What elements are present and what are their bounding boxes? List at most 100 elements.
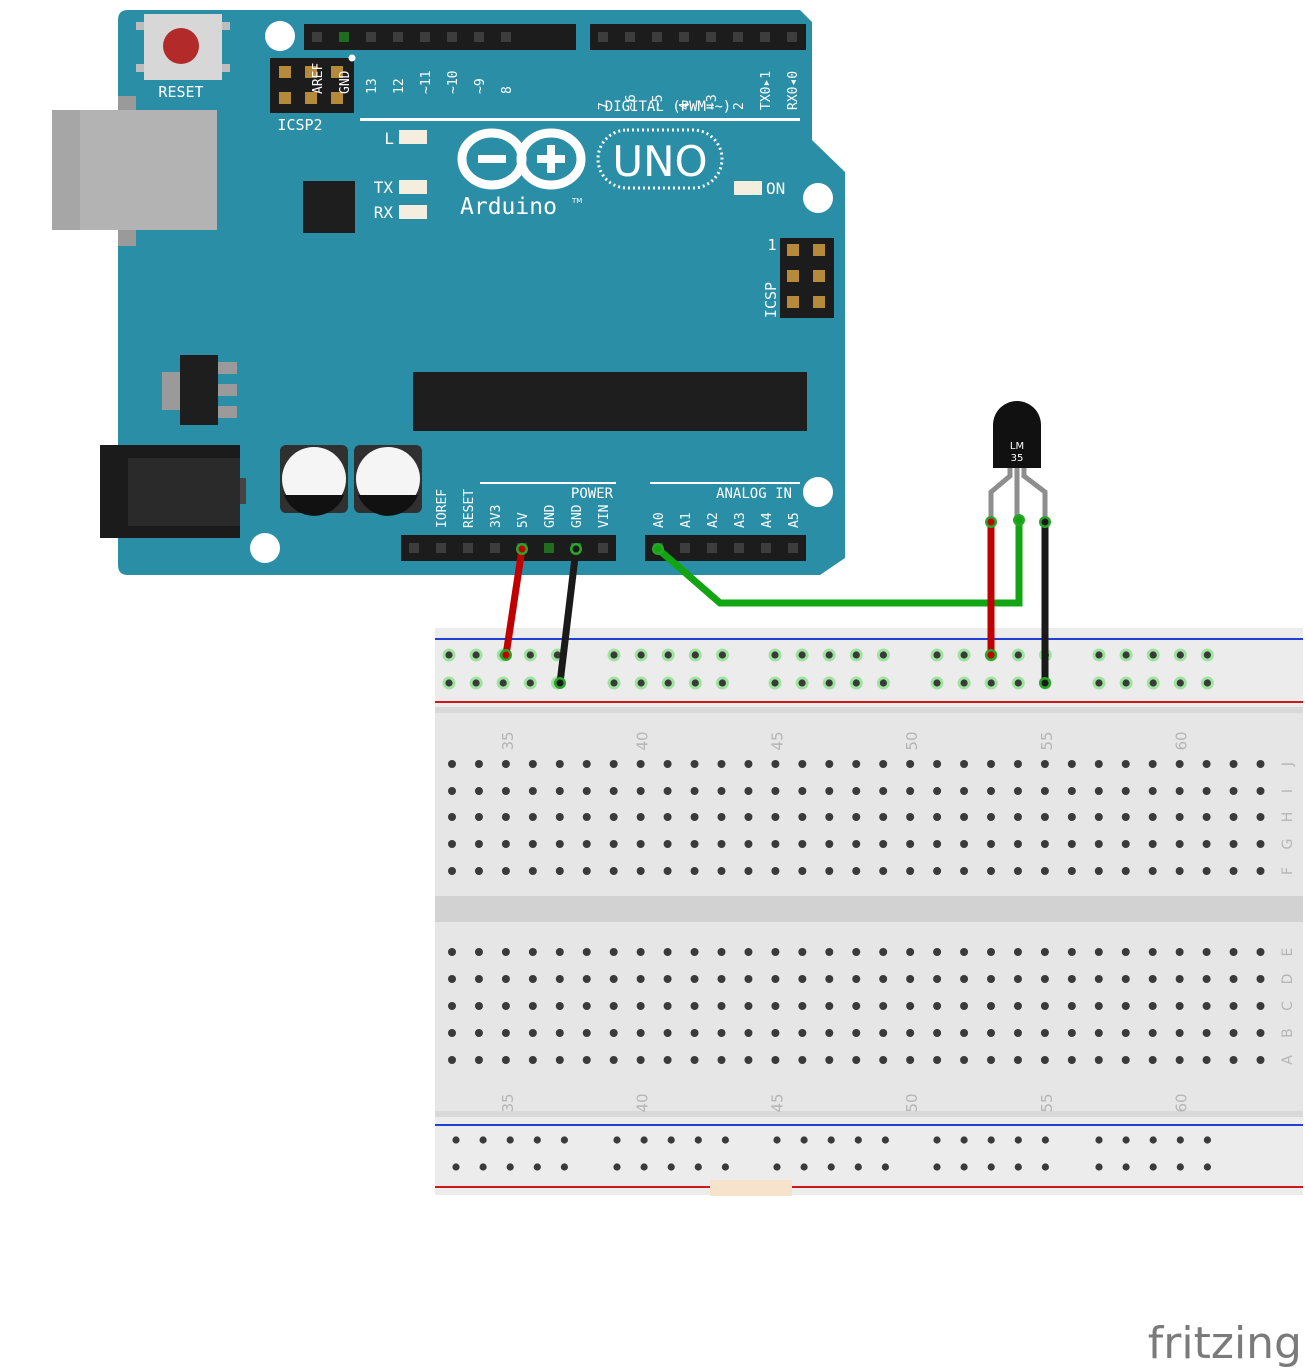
breadboard-hole[interactable] (501, 787, 510, 795)
rail-hole[interactable] (718, 651, 727, 659)
breadboard-hole[interactable] (582, 760, 591, 768)
rail-hole[interactable] (852, 679, 860, 687)
breadboard-hole[interactable] (474, 1029, 483, 1037)
breadboard-hole[interactable] (636, 1002, 645, 1010)
breadboard-hole[interactable] (1121, 867, 1130, 875)
digital-pin[interactable] (787, 32, 797, 42)
breadboard-hole[interactable] (933, 975, 942, 983)
breadboard-hole[interactable] (879, 867, 888, 875)
breadboard-hole[interactable] (636, 760, 645, 768)
breadboard-hole[interactable] (825, 975, 834, 983)
rail-hole[interactable] (664, 679, 672, 687)
rail-hole[interactable] (637, 651, 645, 659)
breadboard-hole[interactable] (582, 1029, 591, 1037)
breadboard-hole[interactable] (1013, 867, 1022, 875)
breadboard-hole[interactable] (1229, 1029, 1238, 1037)
rail-hole[interactable] (721, 1163, 730, 1171)
breadboard-hole[interactable] (1175, 1002, 1184, 1010)
breadboard-hole[interactable] (1229, 867, 1238, 875)
breadboard-hole[interactable] (1094, 813, 1103, 821)
breadboard-hole[interactable] (448, 840, 456, 848)
breadboard-hole[interactable] (933, 948, 942, 956)
digital-pin[interactable] (733, 32, 743, 42)
analog-pin[interactable] (788, 543, 798, 553)
signal-wire[interactable] (655, 520, 1023, 607)
breadboard-hole[interactable] (1202, 1029, 1211, 1037)
rail-hole[interactable] (1122, 679, 1130, 687)
breadboard-hole[interactable] (771, 813, 780, 821)
breadboard-hole[interactable] (1013, 1056, 1022, 1064)
rail-hole[interactable] (987, 1136, 995, 1144)
breadboard-hole[interactable] (1229, 1002, 1238, 1010)
breadboard-hole[interactable] (636, 813, 645, 821)
breadboard-hole[interactable] (744, 787, 753, 795)
rail-hole[interactable] (854, 1136, 862, 1144)
breadboard-hole[interactable] (582, 840, 591, 848)
breadboard-hole[interactable] (555, 1056, 564, 1064)
breadboard-hole[interactable] (474, 975, 483, 983)
breadboard-hole[interactable] (771, 787, 780, 795)
rail-hole[interactable] (1014, 1163, 1022, 1171)
breadboard-hole[interactable] (1175, 1056, 1184, 1064)
rail-hole[interactable] (1095, 651, 1103, 659)
breadboard-hole[interactable] (448, 975, 456, 983)
breadboard-hole[interactable] (744, 1056, 753, 1064)
analog-pin[interactable] (761, 543, 771, 553)
breadboard-hole[interactable] (636, 867, 645, 875)
breadboard-hole[interactable] (1121, 1002, 1130, 1010)
breadboard-hole[interactable] (1175, 1029, 1184, 1037)
breadboard-hole[interactable] (555, 760, 564, 768)
breadboard-hole[interactable] (1040, 1056, 1049, 1064)
breadboard-hole[interactable] (852, 760, 861, 768)
breadboard-hole[interactable] (825, 813, 834, 821)
digital-pin[interactable] (312, 32, 322, 42)
rail-hole[interactable] (533, 1163, 541, 1171)
breadboard-hole[interactable] (717, 787, 726, 795)
breadboard-hole[interactable] (528, 1029, 537, 1037)
breadboard-hole[interactable] (1067, 840, 1076, 848)
digital-pin[interactable] (501, 32, 511, 42)
breadboard-hole[interactable] (1121, 1056, 1130, 1064)
rail-hole[interactable] (526, 679, 534, 687)
breadboard-hole[interactable] (906, 975, 915, 983)
breadboard-hole[interactable] (1013, 1029, 1022, 1037)
rail-hole[interactable] (452, 1163, 460, 1171)
breadboard-hole[interactable] (690, 1056, 699, 1064)
breadboard-hole[interactable] (1256, 840, 1265, 848)
digital-pin[interactable] (474, 32, 484, 42)
breadboard-hole[interactable] (933, 840, 942, 848)
rail-hole[interactable] (637, 679, 645, 687)
rail-hole[interactable] (879, 651, 888, 659)
breadboard-hole[interactable] (852, 1029, 861, 1037)
rail-hole[interactable] (526, 651, 534, 659)
breadboard-hole[interactable] (474, 813, 483, 821)
breadboard-hole[interactable] (1148, 840, 1157, 848)
rail-hole[interactable] (933, 679, 941, 687)
breadboard-hole[interactable] (501, 1029, 510, 1037)
breadboard-hole[interactable] (448, 948, 456, 956)
breadboard-hole[interactable] (825, 840, 834, 848)
breadboard-hole[interactable] (1148, 813, 1157, 821)
breadboard-hole[interactable] (1040, 867, 1049, 875)
rail-hole[interactable] (933, 1136, 941, 1144)
breadboard-hole[interactable] (501, 1056, 510, 1064)
breadboard-hole[interactable] (1148, 867, 1157, 875)
breadboard-hole[interactable] (690, 813, 699, 821)
rail-hole[interactable] (771, 651, 779, 659)
digital-pin[interactable] (760, 32, 770, 42)
breadboard-hole[interactable] (663, 787, 672, 795)
breadboard-hole[interactable] (1175, 948, 1184, 956)
rail-hole[interactable] (479, 1136, 487, 1144)
breadboard-hole[interactable] (1013, 760, 1022, 768)
rail-hole[interactable] (479, 1163, 487, 1171)
breadboard-hole[interactable] (636, 948, 645, 956)
breadboard-hole[interactable] (798, 975, 807, 983)
breadboard-hole[interactable] (987, 1002, 995, 1010)
breadboard-hole[interactable] (555, 867, 564, 875)
breadboard-hole[interactable] (448, 787, 456, 795)
breadboard-hole[interactable] (1202, 840, 1211, 848)
breadboard-hole[interactable] (933, 1056, 942, 1064)
breadboard-hole[interactable] (960, 840, 969, 848)
breadboard-hole[interactable] (717, 975, 726, 983)
analog-pin[interactable] (734, 543, 744, 553)
